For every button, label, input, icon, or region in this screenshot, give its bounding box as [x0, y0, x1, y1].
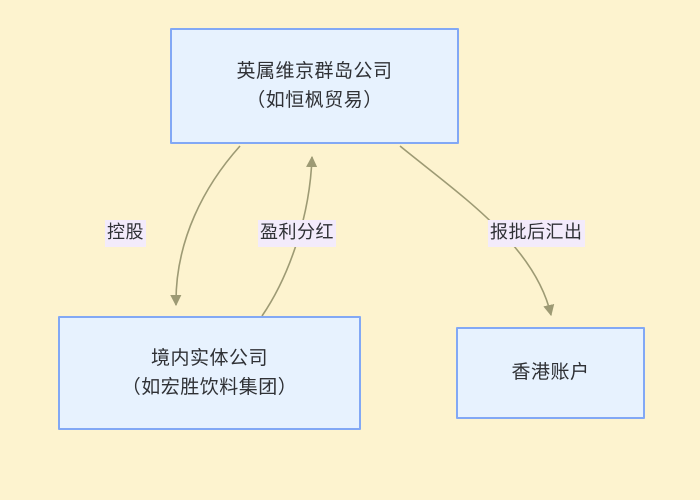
node-bvi-company[interactable]: 英属维京群岛公司 （如恒枫贸易） [170, 28, 459, 144]
node-hongkong-account[interactable]: 香港账户 [456, 327, 645, 419]
node-bvi-company-line1: 英属维京群岛公司 [236, 60, 393, 82]
node-bvi-company-line2: （如恒枫贸易） [246, 90, 383, 111]
node-domestic-entity-line1: 境内实体公司 [150, 347, 268, 369]
edge-label-remit-after-approval: 报批后汇出 [488, 220, 585, 247]
node-domestic-entity[interactable]: 境内实体公司 （如宏胜饮料集团） [58, 316, 361, 430]
edge-label-profit-dividend: 盈利分红 [258, 220, 336, 247]
edge-label-holding: 控股 [105, 220, 146, 247]
node-hongkong-account-line1: 香港账户 [511, 362, 590, 384]
edge-holding-path [170, 145, 241, 307]
node-domestic-entity-line2: （如宏胜饮料集团） [121, 377, 298, 398]
